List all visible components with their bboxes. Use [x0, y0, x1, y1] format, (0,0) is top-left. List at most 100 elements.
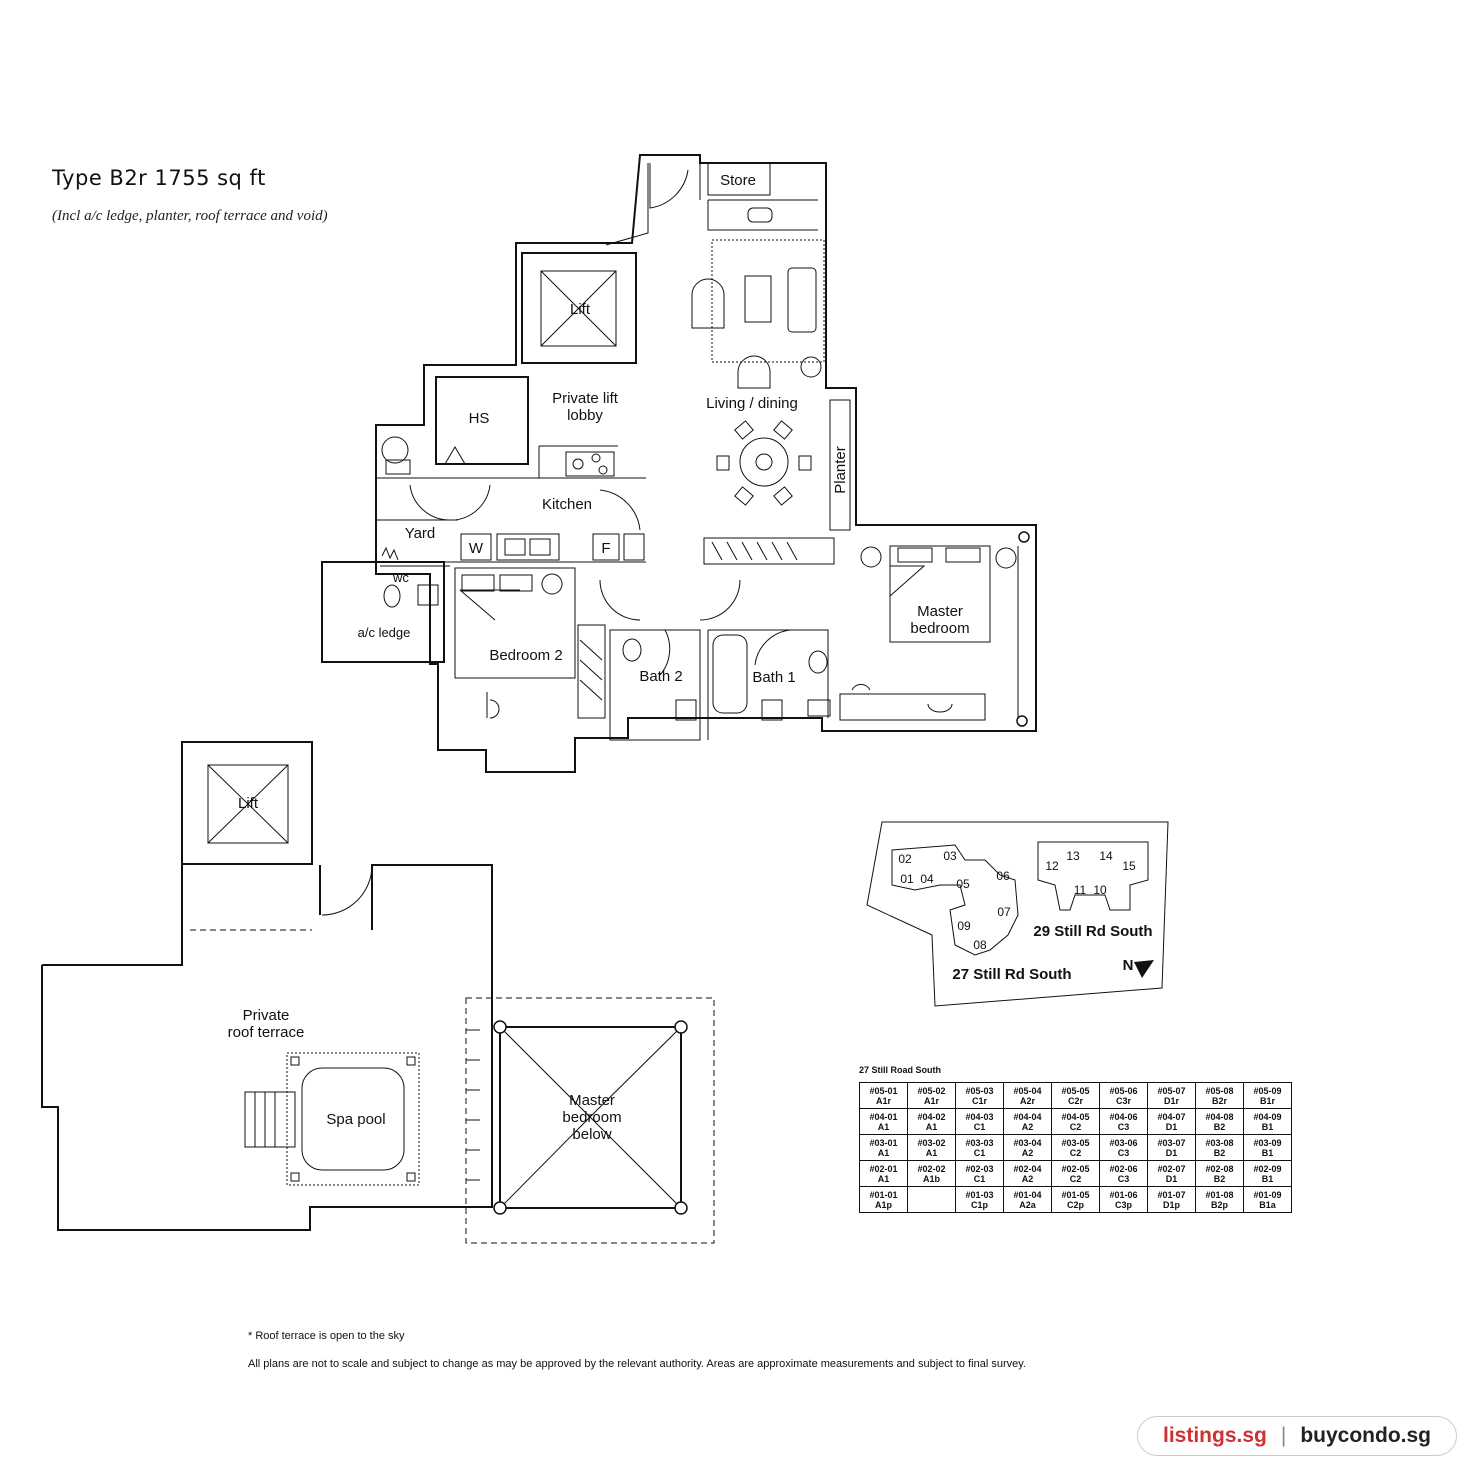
label-kitchen: Kitchen	[542, 496, 592, 513]
block-29	[1037, 841, 1149, 911]
keyplan-unit: 08	[973, 938, 987, 952]
keyplan-unit: 14	[1099, 849, 1113, 863]
label-hs: HS	[469, 410, 490, 427]
label-bedroom-2: Bedroom 2	[489, 647, 562, 664]
washer	[460, 533, 492, 561]
keyplan-unit: 04	[920, 872, 934, 886]
master-bedroom-below-outline	[465, 997, 715, 1244]
planter	[829, 399, 851, 531]
fridge	[592, 533, 620, 561]
key-plan	[866, 821, 1169, 1007]
roof-plan	[41, 741, 715, 1244]
label-private-lift-lobby-1: Private lift	[552, 390, 619, 407]
wardrobe	[703, 537, 835, 565]
label-lift: Lift	[570, 301, 591, 318]
brand-buycondo-link[interactable]: buycondo.sg	[1300, 1424, 1431, 1447]
keyplan-unit: 02	[898, 852, 912, 866]
keyplan-unit: 11	[1074, 883, 1087, 897]
unit-table-cell	[907, 1186, 956, 1213]
label-roof-terrace-1: Private	[243, 1007, 290, 1024]
keyplan-unit: 06	[996, 869, 1010, 883]
label-spa-pool: Spa pool	[326, 1111, 385, 1128]
brand-badge[interactable]: listings.sg | buycondo.sg	[1137, 1416, 1457, 1456]
keyplan-road-27: 27 Still Rd South	[952, 966, 1071, 983]
ac-ledge	[321, 561, 445, 663]
keyplan-unit: 09	[957, 919, 971, 933]
label-ac-ledge: a/c ledge	[358, 625, 411, 640]
keyplan-north-label: N	[1123, 957, 1134, 974]
label-roof-terrace-2: roof terrace	[228, 1024, 305, 1041]
brand-separator: |	[1280, 1424, 1287, 1447]
spa-pool	[301, 1067, 405, 1171]
north-arrow-icon	[1134, 960, 1154, 978]
plan-subtitle: (Incl a/c ledge, planter, roof terrace a…	[52, 208, 328, 224]
label-washer: W	[469, 540, 484, 557]
spa-pool-deck	[286, 1052, 420, 1186]
label-yard: Yard	[405, 525, 436, 542]
keyplan-unit: 01	[900, 872, 914, 886]
entrance-door	[649, 163, 689, 209]
label-master-2: bedroom	[910, 620, 969, 637]
dining-table	[739, 437, 789, 487]
disclaimer-note: All plans are not to scale and subject t…	[248, 1358, 1026, 1370]
brand-listings-link[interactable]: listings.sg	[1163, 1424, 1267, 1447]
living-rug	[711, 239, 825, 363]
spa-steps	[244, 1091, 296, 1148]
bathtub	[712, 634, 748, 714]
water-heater	[381, 436, 409, 464]
store-room	[707, 162, 771, 196]
sofa	[787, 267, 817, 333]
plan-title: Type B2r 1755 sq ft	[52, 166, 266, 190]
label-below-3: below	[572, 1126, 611, 1143]
keyplan-road-29: 29 Still Rd South	[1033, 923, 1152, 940]
keyplan-unit: 07	[997, 905, 1011, 919]
label-below-2: bedroom	[562, 1109, 621, 1126]
lift-shaft	[521, 252, 637, 364]
label-planter: Planter	[832, 446, 849, 494]
label-living-dining: Living / dining	[706, 395, 798, 412]
roof-note: * Roof terrace is open to the sky	[248, 1330, 405, 1342]
keyplan-unit: 13	[1066, 849, 1080, 863]
label-bath-2: Bath 2	[639, 668, 682, 685]
keyplan-unit: 10	[1093, 883, 1107, 897]
label-store: Store	[720, 172, 756, 189]
